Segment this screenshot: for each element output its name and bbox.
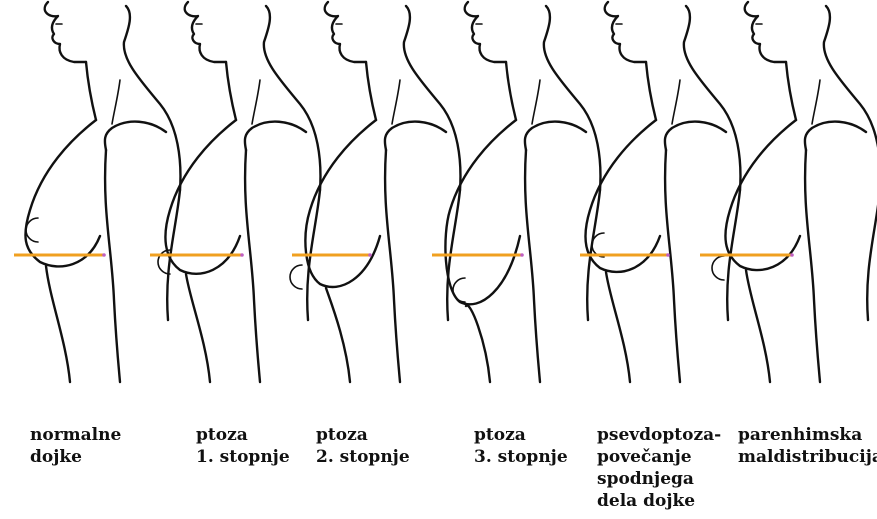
collar-line [812, 80, 820, 124]
caption-line: ptoza [316, 424, 410, 446]
shoulder [525, 122, 586, 150]
collar-line [672, 80, 680, 124]
neck-back [264, 6, 321, 190]
face-profile [745, 2, 786, 62]
caption-line: 2. stopnje [316, 446, 410, 468]
arm-contour [105, 150, 120, 382]
back-line [867, 190, 877, 320]
shoulder [805, 122, 866, 150]
belly-contour [326, 288, 350, 382]
neck-back [124, 6, 181, 190]
figure-maldistribution [700, 2, 877, 382]
figure-pseudoptosis [580, 2, 740, 382]
caption-line: dela dojke [597, 490, 721, 512]
neck-front [646, 62, 656, 120]
fold-marker [790, 253, 794, 257]
caption-maldistribution: parenhimska maldistribucija [738, 424, 877, 468]
caption-pseudoptosis: psevdoptoza- povečanje spodnjega dela do… [597, 424, 721, 512]
breast-contour [25, 120, 100, 266]
caption-line: maldistribucija [738, 446, 877, 468]
figure-ptosis-2 [290, 2, 460, 382]
caption-normal: normalne dojke [30, 424, 121, 468]
belly-contour [606, 272, 630, 382]
caption-line: parenhimska [738, 424, 877, 446]
figure-ptosis-3 [432, 2, 600, 382]
areola [453, 278, 465, 302]
areola [712, 256, 724, 280]
caption-line: ptoza [196, 424, 290, 446]
face-profile [465, 2, 506, 62]
caption-ptosis-3: ptoza 3. stopnje [474, 424, 568, 468]
collar-line [532, 80, 540, 124]
face-profile [605, 2, 646, 62]
shoulder [385, 122, 446, 150]
collar-line [392, 80, 400, 124]
shoulder [245, 122, 306, 150]
fold-marker [520, 253, 524, 257]
neck-front [226, 62, 236, 120]
neck-back [824, 6, 877, 190]
caption-line: dojke [30, 446, 121, 468]
collar-line [252, 80, 260, 124]
belly-contour [746, 270, 770, 382]
fold-marker [368, 253, 372, 257]
fold-marker [102, 253, 106, 257]
caption-line: spodnjega [597, 468, 721, 490]
fold-marker [666, 253, 670, 257]
caption-ptosis-2: ptoza 2. stopnje [316, 424, 410, 468]
arm-contour [665, 150, 680, 382]
caption-ptosis-1: ptoza 1. stopnje [196, 424, 290, 468]
caption-line: 1. stopnje [196, 446, 290, 468]
face-profile [45, 2, 86, 62]
caption-line: psevdoptoza- [597, 424, 721, 446]
neck-back [544, 6, 601, 190]
belly-contour [46, 266, 70, 382]
caption-line: povečanje [597, 446, 721, 468]
neck-back [684, 6, 741, 190]
collar-line [112, 80, 120, 124]
face-profile [185, 2, 226, 62]
caption-line: normalne [30, 424, 121, 446]
neck-front [786, 62, 796, 120]
neck-front [366, 62, 376, 120]
figure-normal [14, 2, 180, 382]
neck-front [506, 62, 516, 120]
belly-contour [186, 274, 210, 382]
neck-front [86, 62, 96, 120]
arm-contour [805, 150, 820, 382]
figure-ptosis-1 [150, 2, 320, 382]
arm-contour [245, 150, 260, 382]
face-profile [325, 2, 366, 62]
areola [290, 265, 302, 289]
neck-back [404, 6, 461, 190]
arm-contour [385, 150, 400, 382]
belly-contour [466, 305, 490, 382]
shoulder [105, 122, 166, 150]
arm-contour [525, 150, 540, 382]
caption-line: ptoza [474, 424, 568, 446]
fold-marker [240, 253, 244, 257]
shoulder [665, 122, 726, 150]
caption-line: 3. stopnje [474, 446, 568, 468]
